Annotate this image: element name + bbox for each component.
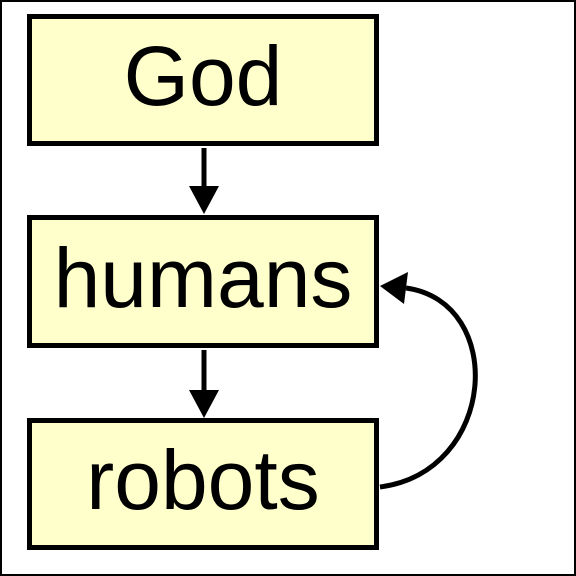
node-humans: humans	[27, 215, 379, 348]
node-god: God	[27, 14, 379, 146]
node-humans-label: humans	[53, 230, 353, 325]
edge-humans-to-robots	[189, 350, 219, 418]
node-robots: robots	[27, 418, 379, 550]
edge-god-to-humans	[189, 148, 219, 214]
node-god-label: God	[123, 29, 283, 123]
node-robots-label: robots	[86, 433, 320, 527]
edge-robots-to-humans	[379, 272, 478, 490]
